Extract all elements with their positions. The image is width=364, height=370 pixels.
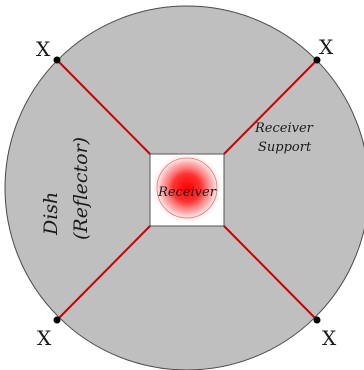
corner-mark-bottom-right: X: [322, 326, 337, 350]
anchor-dot-bottom-right: [313, 316, 321, 324]
support-line-top-right: [222, 59, 318, 156]
receiver-label: Receiver: [157, 185, 217, 200]
support-line-bottom-left: [56, 224, 152, 321]
dish-label-line1: Dish: [40, 192, 62, 236]
corner-mark-top-left: X: [36, 37, 51, 61]
corner-mark-bottom-left: X: [37, 326, 52, 350]
receiver-core: [156, 157, 218, 219]
support-label-line1: Receiver: [254, 121, 314, 136]
corner-mark-top-right: X: [319, 35, 334, 59]
receiver-glow: [151, 152, 223, 224]
support-line-top-left: [56, 59, 152, 156]
anchor-dot-bottom-left: [53, 316, 61, 324]
dish-label-line2: (Reflector): [70, 137, 92, 240]
anchor-dot-top-right: [313, 56, 321, 64]
support-label-line2: Support: [258, 140, 312, 155]
support-line-bottom-right: [222, 224, 318, 321]
anchor-dot-top-left: [53, 56, 61, 64]
